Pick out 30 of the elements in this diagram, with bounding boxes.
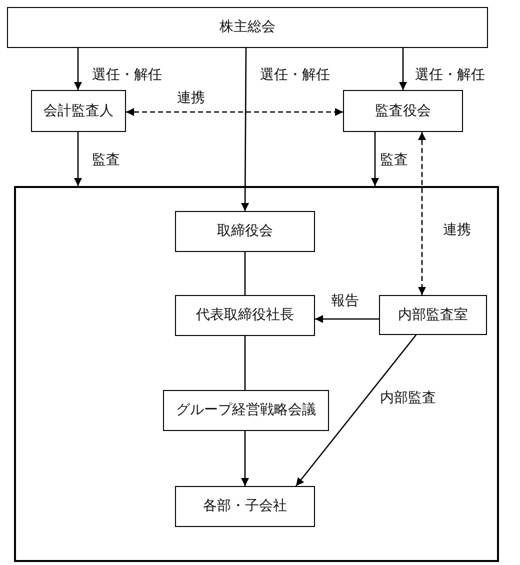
org-box: グループ経営戦略会議 [163,390,329,431]
arrow [241,48,250,211]
edge-label: 選任・解任 [92,66,162,84]
org-box: 会計監査人 [31,90,126,132]
edge-label: 監査 [92,151,120,169]
arrow [241,431,249,486]
arrow [74,48,82,90]
org-box: 監査役会 [343,90,463,132]
arrow [371,132,379,186]
edge-label: 選任・解任 [415,66,485,84]
connector-line [244,336,246,390]
edge-label: 連携 [443,221,471,239]
org-box: 取締役会 [175,211,315,252]
dashed-double-arrow [418,132,426,295]
edge-label: 連携 [177,89,205,107]
arrow [296,334,416,486]
connector-line [244,252,246,295]
edge-label: 選任・解任 [260,66,330,84]
org-box: 株主総会 [7,7,488,48]
arrow [74,132,82,186]
org-box: 代表取締役社長 [175,295,315,336]
arrow [399,48,407,90]
dashed-double-arrow [126,108,343,116]
edge-label: 内部監査 [380,389,436,407]
org-box: 各部・子会社 [175,486,315,527]
arrow [315,315,379,323]
org-box: 内部監査室 [379,295,487,335]
group-frame [14,186,499,562]
edge-label: 監査 [380,151,408,169]
edge-label: 報告 [331,292,359,310]
